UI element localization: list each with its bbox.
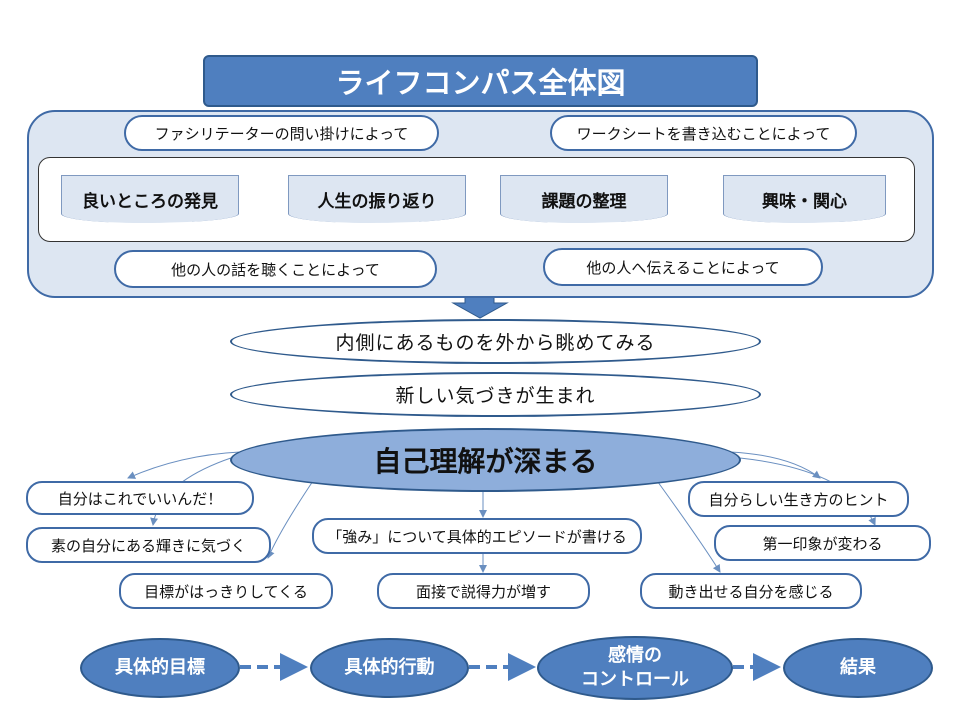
- page-title: ライフコンパス全体図: [203, 55, 758, 107]
- outcome-first-impression: 第一印象が変わる: [714, 525, 931, 561]
- stage-core-self-understanding: 自己理解が深まる: [230, 428, 741, 492]
- flow-emotion-control: 感情の コントロール: [537, 636, 733, 700]
- down-arrow: [451, 295, 509, 319]
- stage-observe: 内側にあるものを外から眺めてみる: [230, 319, 761, 364]
- flow-label-line1: 結果: [840, 657, 876, 678]
- flow-label-line1: 具体的行動: [344, 657, 435, 678]
- method-telling: 他の人へ伝えることによって: [543, 248, 823, 286]
- method-facilitator: ファシリテーターの問い掛けによって: [124, 115, 439, 151]
- outcome-feel-active: 動き出せる自分を感じる: [640, 573, 862, 609]
- flow-label-line1: 感情の: [608, 645, 662, 666]
- flow-concrete-goal: 具体的目標: [80, 638, 240, 698]
- outcome-strength-episode: 「強み」について具体的エピソードが書ける: [312, 518, 642, 554]
- activity-issue-sorting: 課題の整理: [500, 175, 668, 223]
- activity-interests: 興味・関心: [723, 175, 886, 223]
- outcome-accept-self: 自分はこれでいいんだ！: [26, 481, 254, 515]
- outcome-clear-goals: 目標がはっきりしてくる: [119, 573, 333, 609]
- activity-life-review: 人生の振り返り: [288, 175, 466, 223]
- outcome-inner-shine: 素の自分にある輝きに気づく: [26, 527, 271, 563]
- flow-concrete-action: 具体的行動: [310, 638, 469, 698]
- method-worksheet: ワークシートを書き込むことによって: [550, 115, 857, 151]
- flow-result: 結果: [783, 638, 933, 698]
- outcome-interview-persuasion: 面接で説得力が増す: [377, 573, 590, 609]
- flow-label-line1: 具体的目標: [115, 657, 205, 678]
- outcome-lifestyle-hint: 自分らしい生き方のヒント: [688, 481, 909, 517]
- stage-awareness: 新しい気づきが生まれ: [230, 372, 761, 417]
- activity-good-points: 良いところの発見: [61, 175, 239, 223]
- flow-label-line2: コントロール: [581, 669, 689, 690]
- method-listening: 他の人の話を聴くことによって: [114, 250, 437, 288]
